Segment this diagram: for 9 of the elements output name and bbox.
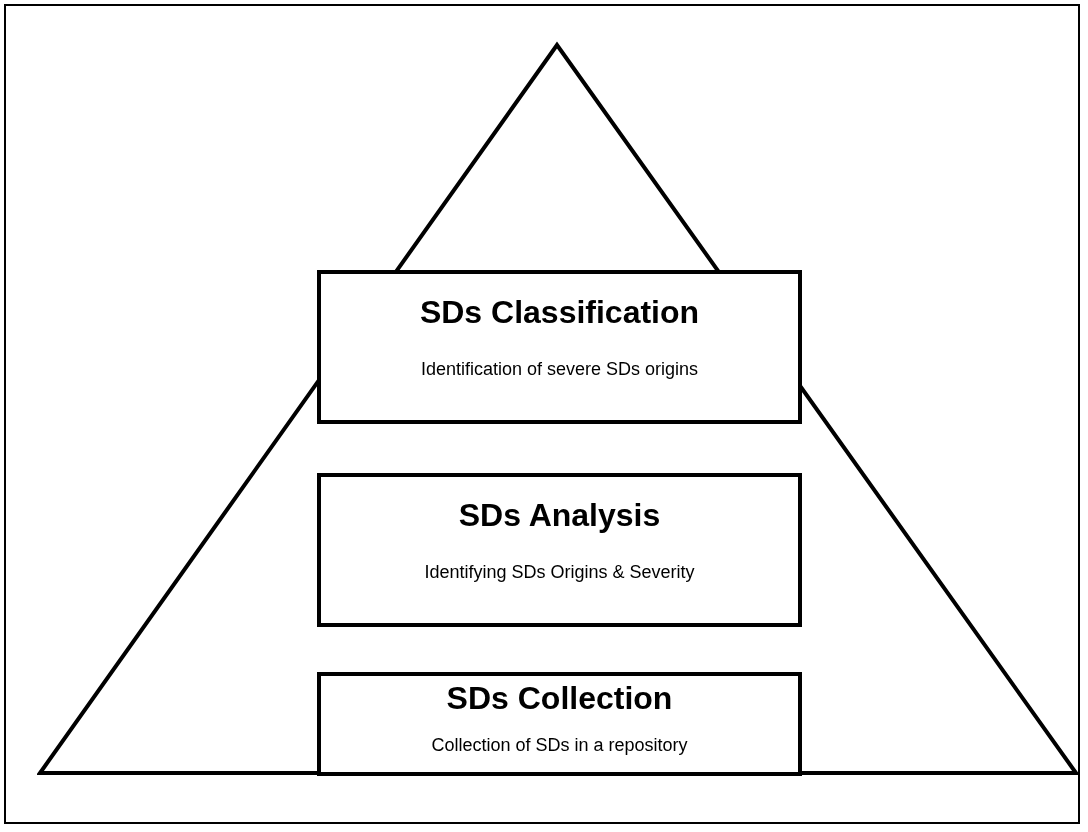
stage-description: Collection of SDs in a repository	[431, 735, 688, 756]
stage-title: SDs Collection	[446, 680, 673, 717]
stage-description: Identification of severe SDs origins	[420, 359, 699, 380]
stage-box	[317, 672, 802, 776]
stage-description: Identifying SDs Origins & Severity	[424, 562, 695, 583]
stage-box	[317, 270, 802, 424]
stage-title: SDs Classification	[419, 294, 700, 331]
stage-title: SDs Analysis	[458, 497, 661, 534]
stage-box	[317, 473, 802, 627]
